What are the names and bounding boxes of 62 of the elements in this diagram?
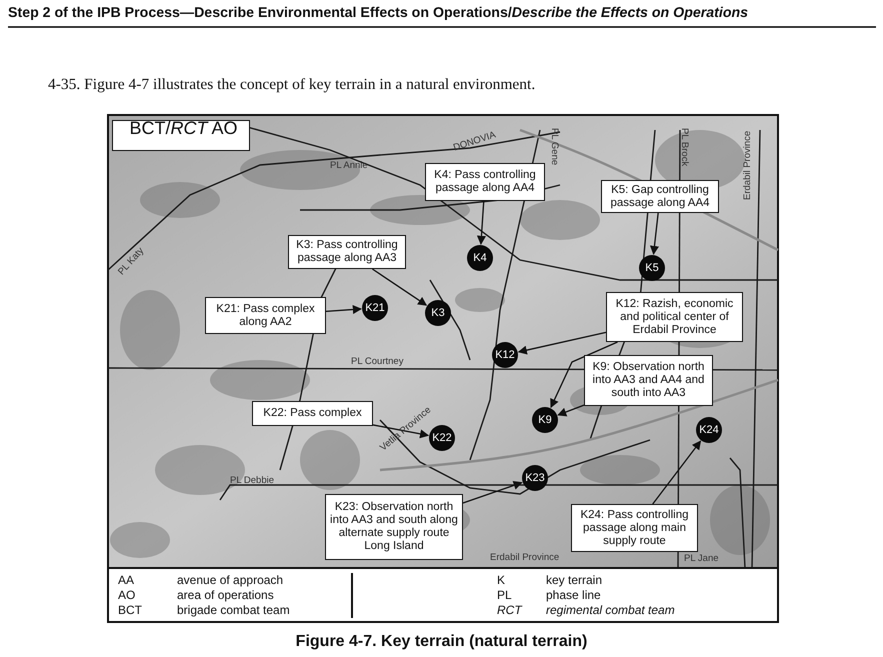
callout-text: K5 (645, 262, 659, 274)
legend-definition: key terrain (546, 573, 602, 587)
callout-text: K12 (495, 349, 515, 361)
body-paragraph: 4-35. Figure 4-7 illustrates the concept of key terrain in a natural environment. (48, 76, 536, 94)
map-label: Erdabil Province (742, 130, 753, 200)
callout-box (325, 494, 463, 560)
arrow (518, 332, 606, 355)
map-label: PL Brock (679, 128, 690, 166)
callout-box (606, 292, 743, 342)
legend-definition: regimental combat team (546, 603, 675, 617)
callout-box (571, 504, 698, 552)
callout-text: K12: Razish, economic and political center of Erdabil Province (614, 298, 734, 336)
legend-definition: avenue of approach (177, 573, 284, 587)
figure-caption: Figure 4-7. Key terrain (natural terrain) (294, 633, 588, 651)
legend-definition: area of operations (177, 588, 274, 602)
callout-text: K4: Pass controlling passage along AA4 (433, 169, 537, 195)
legend-definition: brigade combat team (177, 603, 290, 617)
legend-abbreviation: K (497, 573, 506, 587)
arrow (372, 424, 430, 438)
legend-abbreviation: AO (118, 588, 136, 602)
callout-text: K3 (431, 307, 445, 319)
map-label: PL Jane (684, 553, 719, 564)
callout-text: K3: Pass controlling passage along AA3 (295, 239, 399, 265)
callout-box (288, 235, 406, 269)
callout-box (584, 355, 713, 406)
legend-abbreviation: RCT (497, 603, 522, 617)
map-title-box (112, 120, 250, 151)
callout-text: K21 (365, 302, 385, 314)
map-label: PL Gene (549, 128, 560, 166)
legend-abbreviation: AA (118, 573, 134, 587)
callout-text: K4 (473, 252, 487, 264)
callout-box (601, 180, 719, 213)
callout-text: K5: Gap controlling passage along AA4 (609, 184, 711, 210)
arrow (326, 304, 362, 314)
arrow (652, 440, 702, 504)
map-label: PL Annie (330, 160, 368, 171)
callout-text: K22: Pass complex (263, 407, 362, 420)
callout-text: K23 (525, 472, 545, 484)
callout-text: K22 (432, 432, 452, 444)
callout-text: K21: Pass complex along AA2 (215, 302, 316, 328)
legend-definition: phase line (546, 588, 601, 602)
callout-text: K9 (538, 414, 552, 426)
map-title: BCT/RCT AO (129, 122, 238, 135)
map-label: Erdabil Province (490, 552, 560, 563)
callout-text: K23: Observation north into AA3 and south along alternate supply route Long Island (329, 501, 459, 553)
callout-box (205, 297, 326, 334)
arrow (462, 480, 523, 504)
map-label: PL Courtney (351, 356, 404, 367)
callout-text: K9: Observation north into AA3 and AA4 and south into AA3 (592, 361, 706, 400)
arrow (650, 212, 659, 255)
page-header: Step 2 of the IPB Process—Describe Environmental Effects on Operations/Describe the Effects on Operations (8, 5, 748, 21)
callout-text: K24: Pass controlling passage along main supply route (579, 508, 690, 548)
arrow (557, 404, 584, 416)
arrow (550, 341, 618, 408)
callout-text: K24 (699, 424, 719, 436)
callout-box (252, 401, 373, 426)
arrow (476, 200, 486, 245)
map-label: PL Debbie (230, 475, 274, 486)
arrow (372, 268, 428, 306)
legend-abbreviation: PL (497, 588, 512, 602)
legend-abbreviation: BCT (118, 603, 142, 617)
callout-box (425, 163, 545, 201)
